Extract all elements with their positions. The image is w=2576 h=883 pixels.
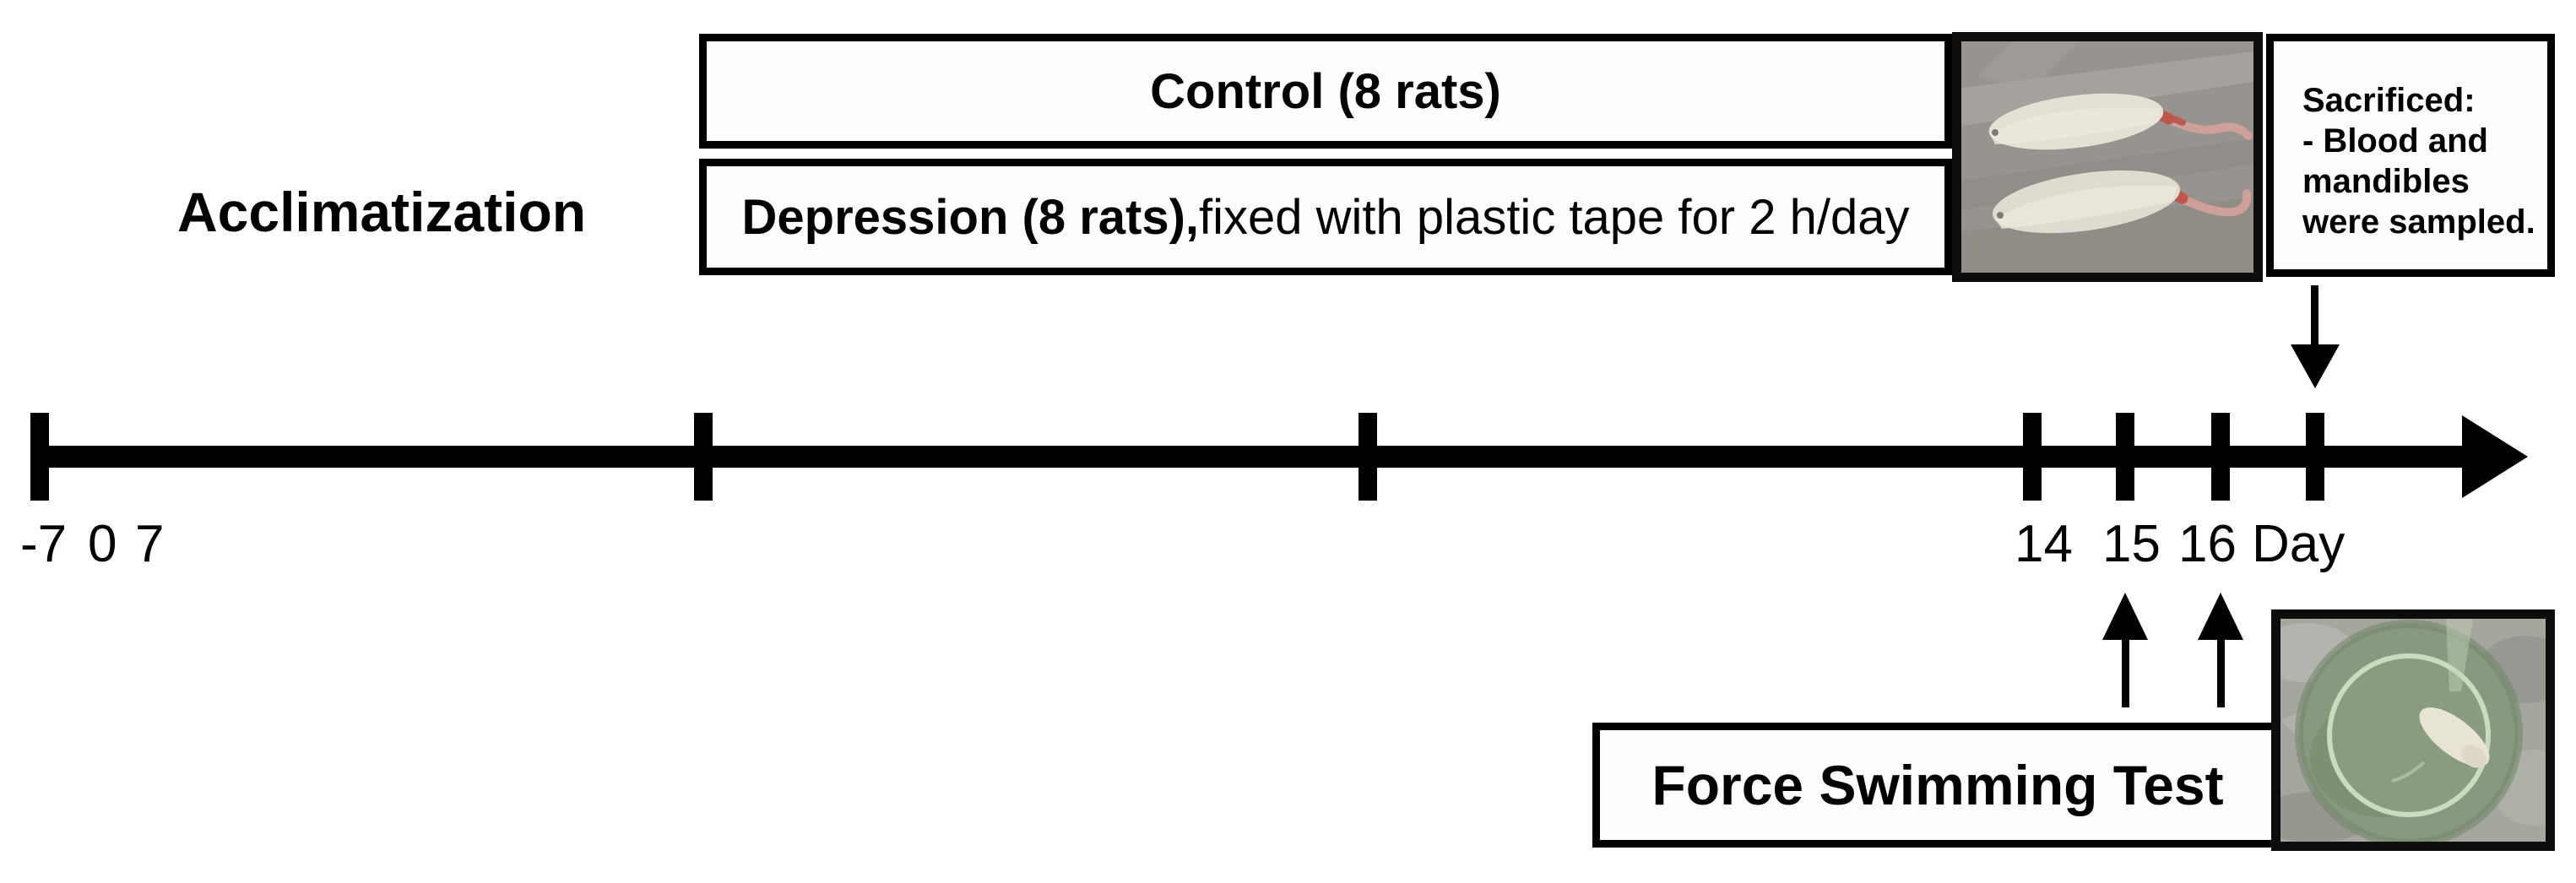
timeline-tick-day-15 bbox=[2116, 413, 2134, 501]
sacrifice-note-box: Sacrificed: - Blood and mandibles were s… bbox=[2266, 34, 2555, 277]
timeline-label-15: 15 bbox=[2102, 515, 2161, 573]
sacrifice-down-arrow-line bbox=[2311, 285, 2318, 348]
fst-up-arrow-day15-line bbox=[2122, 635, 2129, 707]
timeline-label-16: 16 bbox=[2178, 515, 2237, 573]
timeline-tick-sacrifice bbox=[2306, 413, 2324, 501]
sacrifice-down-arrow-icon bbox=[2291, 344, 2340, 388]
depression-group-label-detail: fixed with plastic tape for 2 h/day bbox=[1199, 189, 1910, 245]
timeline-axis bbox=[30, 446, 2465, 468]
depression-group-label: Depression (8 rats),fixed with plastic t… bbox=[742, 189, 1910, 246]
sacrifice-note-line: - Blood and bbox=[2302, 122, 2488, 160]
sacrifice-note-line: mandibles bbox=[2302, 163, 2470, 200]
timeline-label-7: 7 bbox=[135, 515, 165, 573]
timeline-unit-label: Day bbox=[2252, 515, 2346, 573]
timeline-tick-day-minus7 bbox=[30, 413, 49, 501]
timeline-label-14: 14 bbox=[2015, 515, 2073, 573]
restrained-rats-illustration bbox=[1961, 41, 2253, 273]
timeline-tick-day-16 bbox=[2211, 413, 2230, 501]
acclimatization-label: Acclimatization bbox=[177, 181, 587, 243]
swim-test-photo bbox=[2271, 609, 2555, 851]
fst-up-arrow-day15-icon bbox=[2102, 593, 2148, 640]
sacrifice-note-line: were sampled. bbox=[2302, 203, 2535, 241]
timeline-arrow-right-icon bbox=[2462, 415, 2528, 498]
restrained-rats-photo bbox=[1952, 32, 2263, 282]
fst-up-arrow-day16-icon bbox=[2198, 593, 2243, 640]
timeline-tick bbox=[694, 413, 713, 501]
depression-group-label-bold: Depression (8 rats), bbox=[741, 189, 1200, 245]
fst-up-arrow-day16-line bbox=[2217, 635, 2225, 707]
timeline-tick bbox=[1359, 413, 1377, 501]
force-swimming-test-label: Force Swimming Test bbox=[1651, 754, 2224, 816]
timeline-tick-day-14 bbox=[2023, 413, 2042, 501]
force-swimming-test-box: Force Swimming Test bbox=[1592, 723, 2283, 848]
swim-test-illustration bbox=[2280, 619, 2546, 842]
control-group-box: Control (8 rats) bbox=[699, 34, 1952, 149]
timeline-label-minus7: -7 bbox=[20, 515, 68, 573]
timeline-label-0: 0 bbox=[88, 515, 117, 573]
depression-group-box: Depression (8 rats),fixed with plastic t… bbox=[699, 159, 1952, 275]
control-group-label: Control (8 rats) bbox=[1150, 63, 1501, 119]
sacrifice-note-line: Sacrificed: bbox=[2302, 82, 2476, 119]
